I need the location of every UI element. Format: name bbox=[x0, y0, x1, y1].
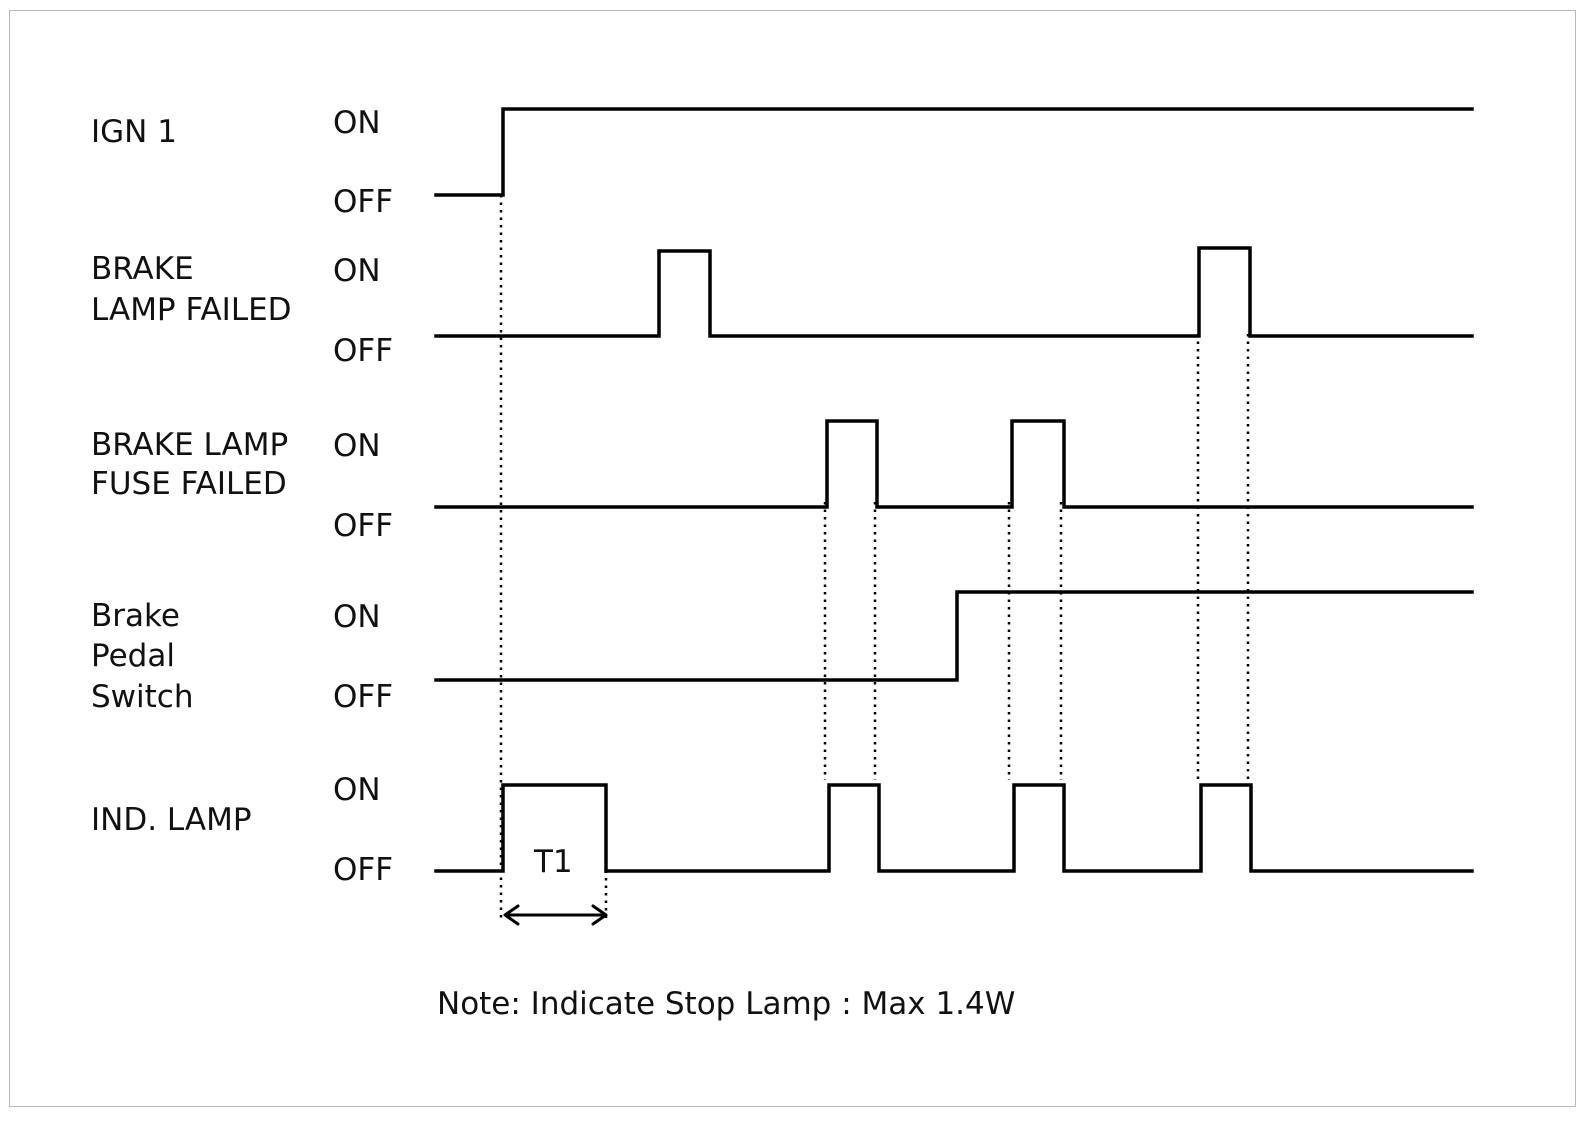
on-label-ind-lamp: ON bbox=[333, 772, 381, 808]
signal-label-ind-lamp: IND. LAMP bbox=[91, 802, 252, 838]
diagram-frame bbox=[9, 10, 1576, 1107]
on-label-brake-pedal-switch: ON bbox=[333, 599, 381, 635]
waveform-brake-lamp-fuse-failed bbox=[434, 419, 1474, 509]
off-label-ind-lamp: OFF bbox=[333, 852, 393, 888]
on-label-brake-lamp-fuse-failed: ON bbox=[333, 428, 381, 464]
off-label-brake-lamp-fuse-failed: OFF bbox=[333, 508, 393, 544]
waveform-ind-lamp bbox=[434, 783, 1474, 873]
t1-dimension-arrow bbox=[503, 904, 608, 926]
signal-label-brake-lamp-fuse-failed: BRAKE LAMP FUSE FAILED bbox=[91, 427, 298, 502]
waveform-ign1 bbox=[434, 107, 1474, 197]
signal-label-ign1: IGN 1 bbox=[91, 114, 177, 150]
on-label-brake-lamp-failed: ON bbox=[333, 253, 381, 289]
t1-label: T1 bbox=[533, 844, 573, 880]
waveform-brake-lamp-failed bbox=[434, 246, 1474, 338]
on-label-ign1: ON bbox=[333, 105, 381, 141]
off-label-brake-pedal-switch: OFF bbox=[333, 679, 393, 715]
signal-label-brake-lamp-failed: BRAKE LAMP FAILED bbox=[91, 251, 292, 328]
off-label-ign1: OFF bbox=[333, 184, 393, 220]
off-label-brake-lamp-failed: OFF bbox=[333, 333, 393, 369]
note-text: Note: Indicate Stop Lamp : Max 1.4W bbox=[437, 986, 1015, 1022]
signal-label-brake-pedal-switch: Brake Pedal Switch bbox=[91, 598, 194, 715]
waveform-brake-pedal-switch bbox=[434, 590, 1474, 682]
